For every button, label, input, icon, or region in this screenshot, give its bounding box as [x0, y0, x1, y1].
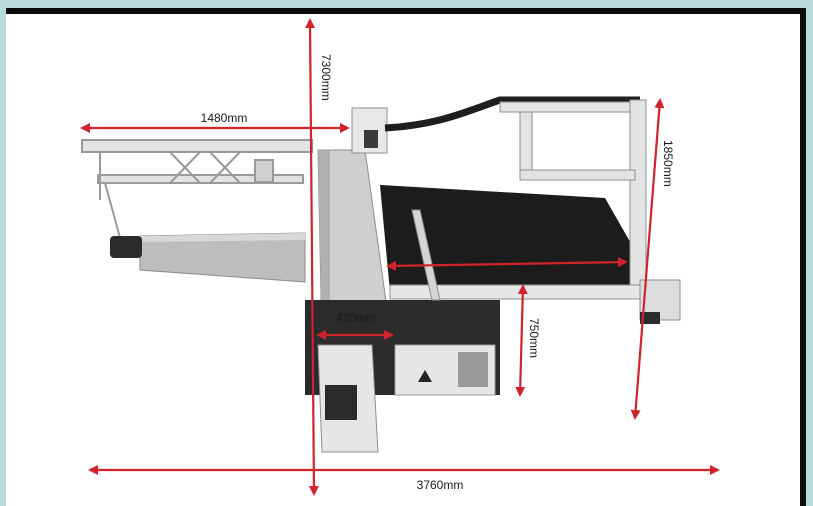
arrow-total-height: [305, 18, 319, 496]
sliding-arm-frame: [81, 139, 313, 246]
overhead-cable-rail: [384, 96, 640, 132]
dimension-arrows: [80, 18, 720, 496]
label-table-length: 1500mm: [474, 248, 521, 262]
label-left-arm: 1480mm: [201, 111, 248, 125]
label-frame-height: 1850mm: [661, 140, 675, 187]
arrow-frame-height: [630, 98, 665, 420]
label-total-width: 3760mm: [417, 478, 464, 492]
label-table-height: 750mm: [527, 318, 541, 358]
label-total-height: 7300mm: [319, 54, 333, 101]
label-carriage-width: 420mm: [336, 311, 376, 325]
motor-cabinet: [394, 344, 496, 396]
arm-support-foot: [110, 236, 142, 258]
arrow-table-height: [515, 284, 528, 397]
arrow-table-length: [386, 257, 628, 271]
panel-saw-illustration: [81, 96, 681, 453]
